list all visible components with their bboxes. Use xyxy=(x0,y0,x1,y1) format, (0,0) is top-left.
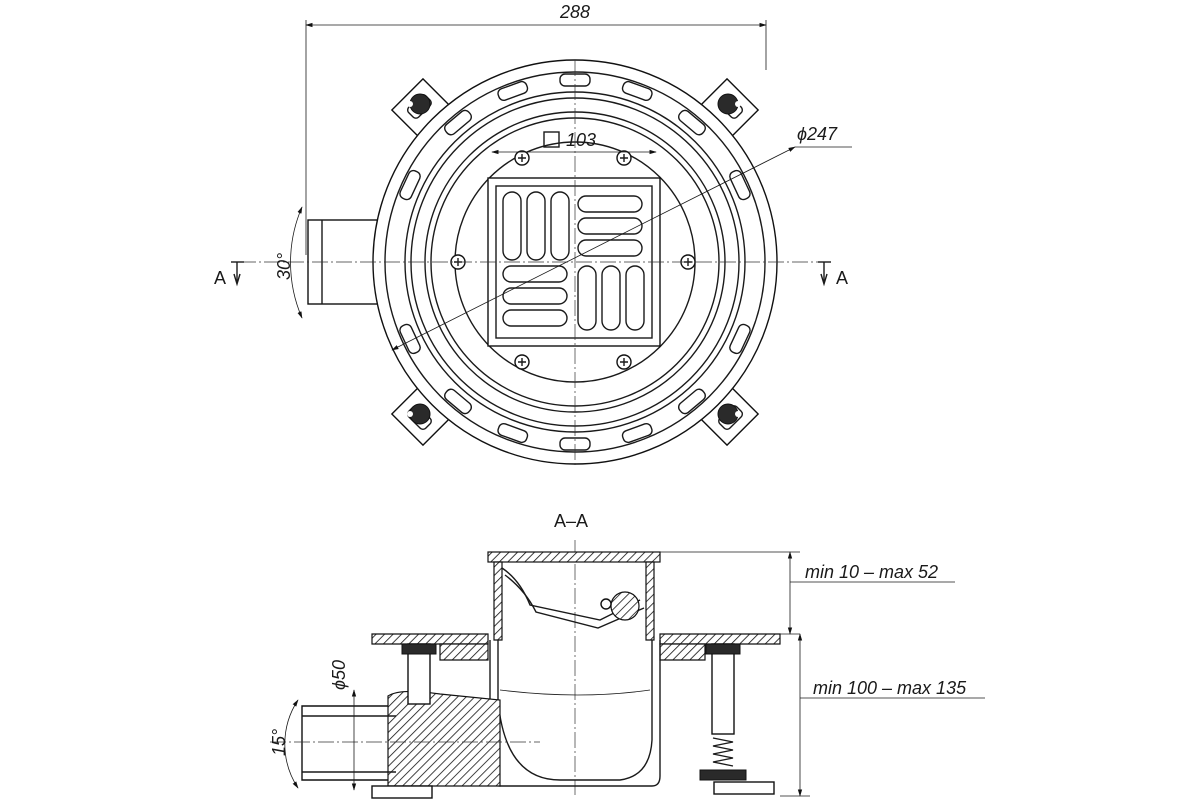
overall-width-dimension: 288 xyxy=(305,2,767,255)
flange-plate xyxy=(371,633,781,661)
grate-insert xyxy=(487,551,661,641)
pipe-angle-dimension: 15° xyxy=(269,699,299,789)
angle-label: 30° xyxy=(274,253,294,280)
body-height-dimension: min 100 – max 135 xyxy=(780,633,985,797)
body-height-label: min 100 – max 135 xyxy=(813,678,967,698)
pipe-diameter-label: ϕ50 xyxy=(329,660,349,690)
pipe-angle-label: 15° xyxy=(269,729,289,756)
angle-dimension: 30° xyxy=(274,206,303,319)
support-leg-right xyxy=(699,643,775,795)
section-letter-right: A xyxy=(836,268,848,288)
grate-height-label: min 10 – max 52 xyxy=(805,562,938,582)
pipe-diameter-dimension: ϕ50 xyxy=(329,660,357,791)
section-title: A–A xyxy=(554,511,588,531)
corner-bolts xyxy=(407,93,741,425)
outlet-pipe xyxy=(270,690,540,787)
support-leg-left xyxy=(371,643,437,799)
section-marker-right: A xyxy=(818,261,848,288)
grate-size-label: 103 xyxy=(566,130,596,150)
top-view: 288 xyxy=(214,2,852,465)
diameter-label: ϕ247 xyxy=(797,124,838,144)
diameter-dimension: ϕ247 xyxy=(391,124,852,351)
grate-height-dimension: min 10 – max 52 xyxy=(660,551,955,635)
overall-width-label: 288 xyxy=(559,2,590,22)
section-letter-left: A xyxy=(214,268,226,288)
section-marker-left: A xyxy=(214,261,244,288)
section-view: A–A xyxy=(269,511,985,799)
